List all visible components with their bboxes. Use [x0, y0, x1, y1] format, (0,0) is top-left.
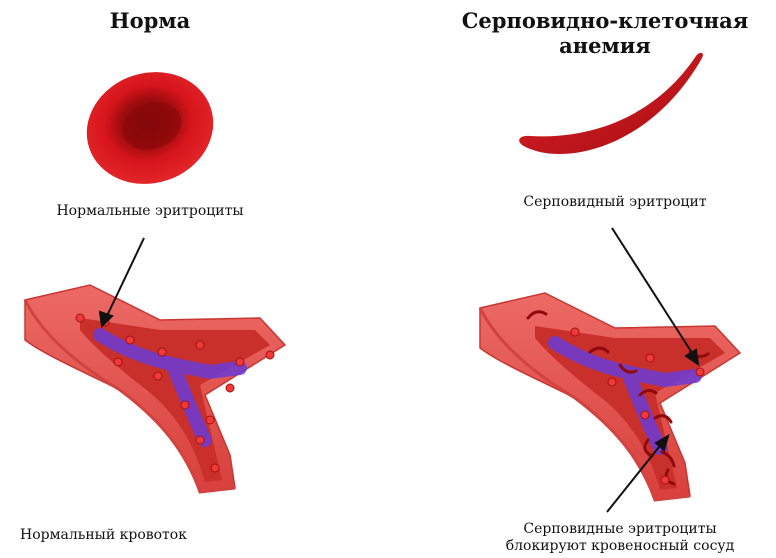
- sickle-rbc: [519, 53, 703, 154]
- blocked-vessel-label-line2: блокируют кровеносный сосуд: [470, 538, 770, 555]
- sickle-vessel: [480, 293, 740, 500]
- sickle-cell-label: Серповидный эритроцит: [495, 194, 735, 211]
- normal-vessel: [25, 285, 285, 492]
- normal-cells-label: Нормальные эритроциты: [40, 203, 260, 220]
- blocked-vessel-label-line1: Серповидные эритроциты: [470, 521, 770, 538]
- normal-rbc: [72, 56, 228, 200]
- blocked-vessel-label: Серповидные эритроциты блокируют кровено…: [470, 521, 770, 555]
- normal-flow-label: Нормальный кровоток: [20, 527, 240, 544]
